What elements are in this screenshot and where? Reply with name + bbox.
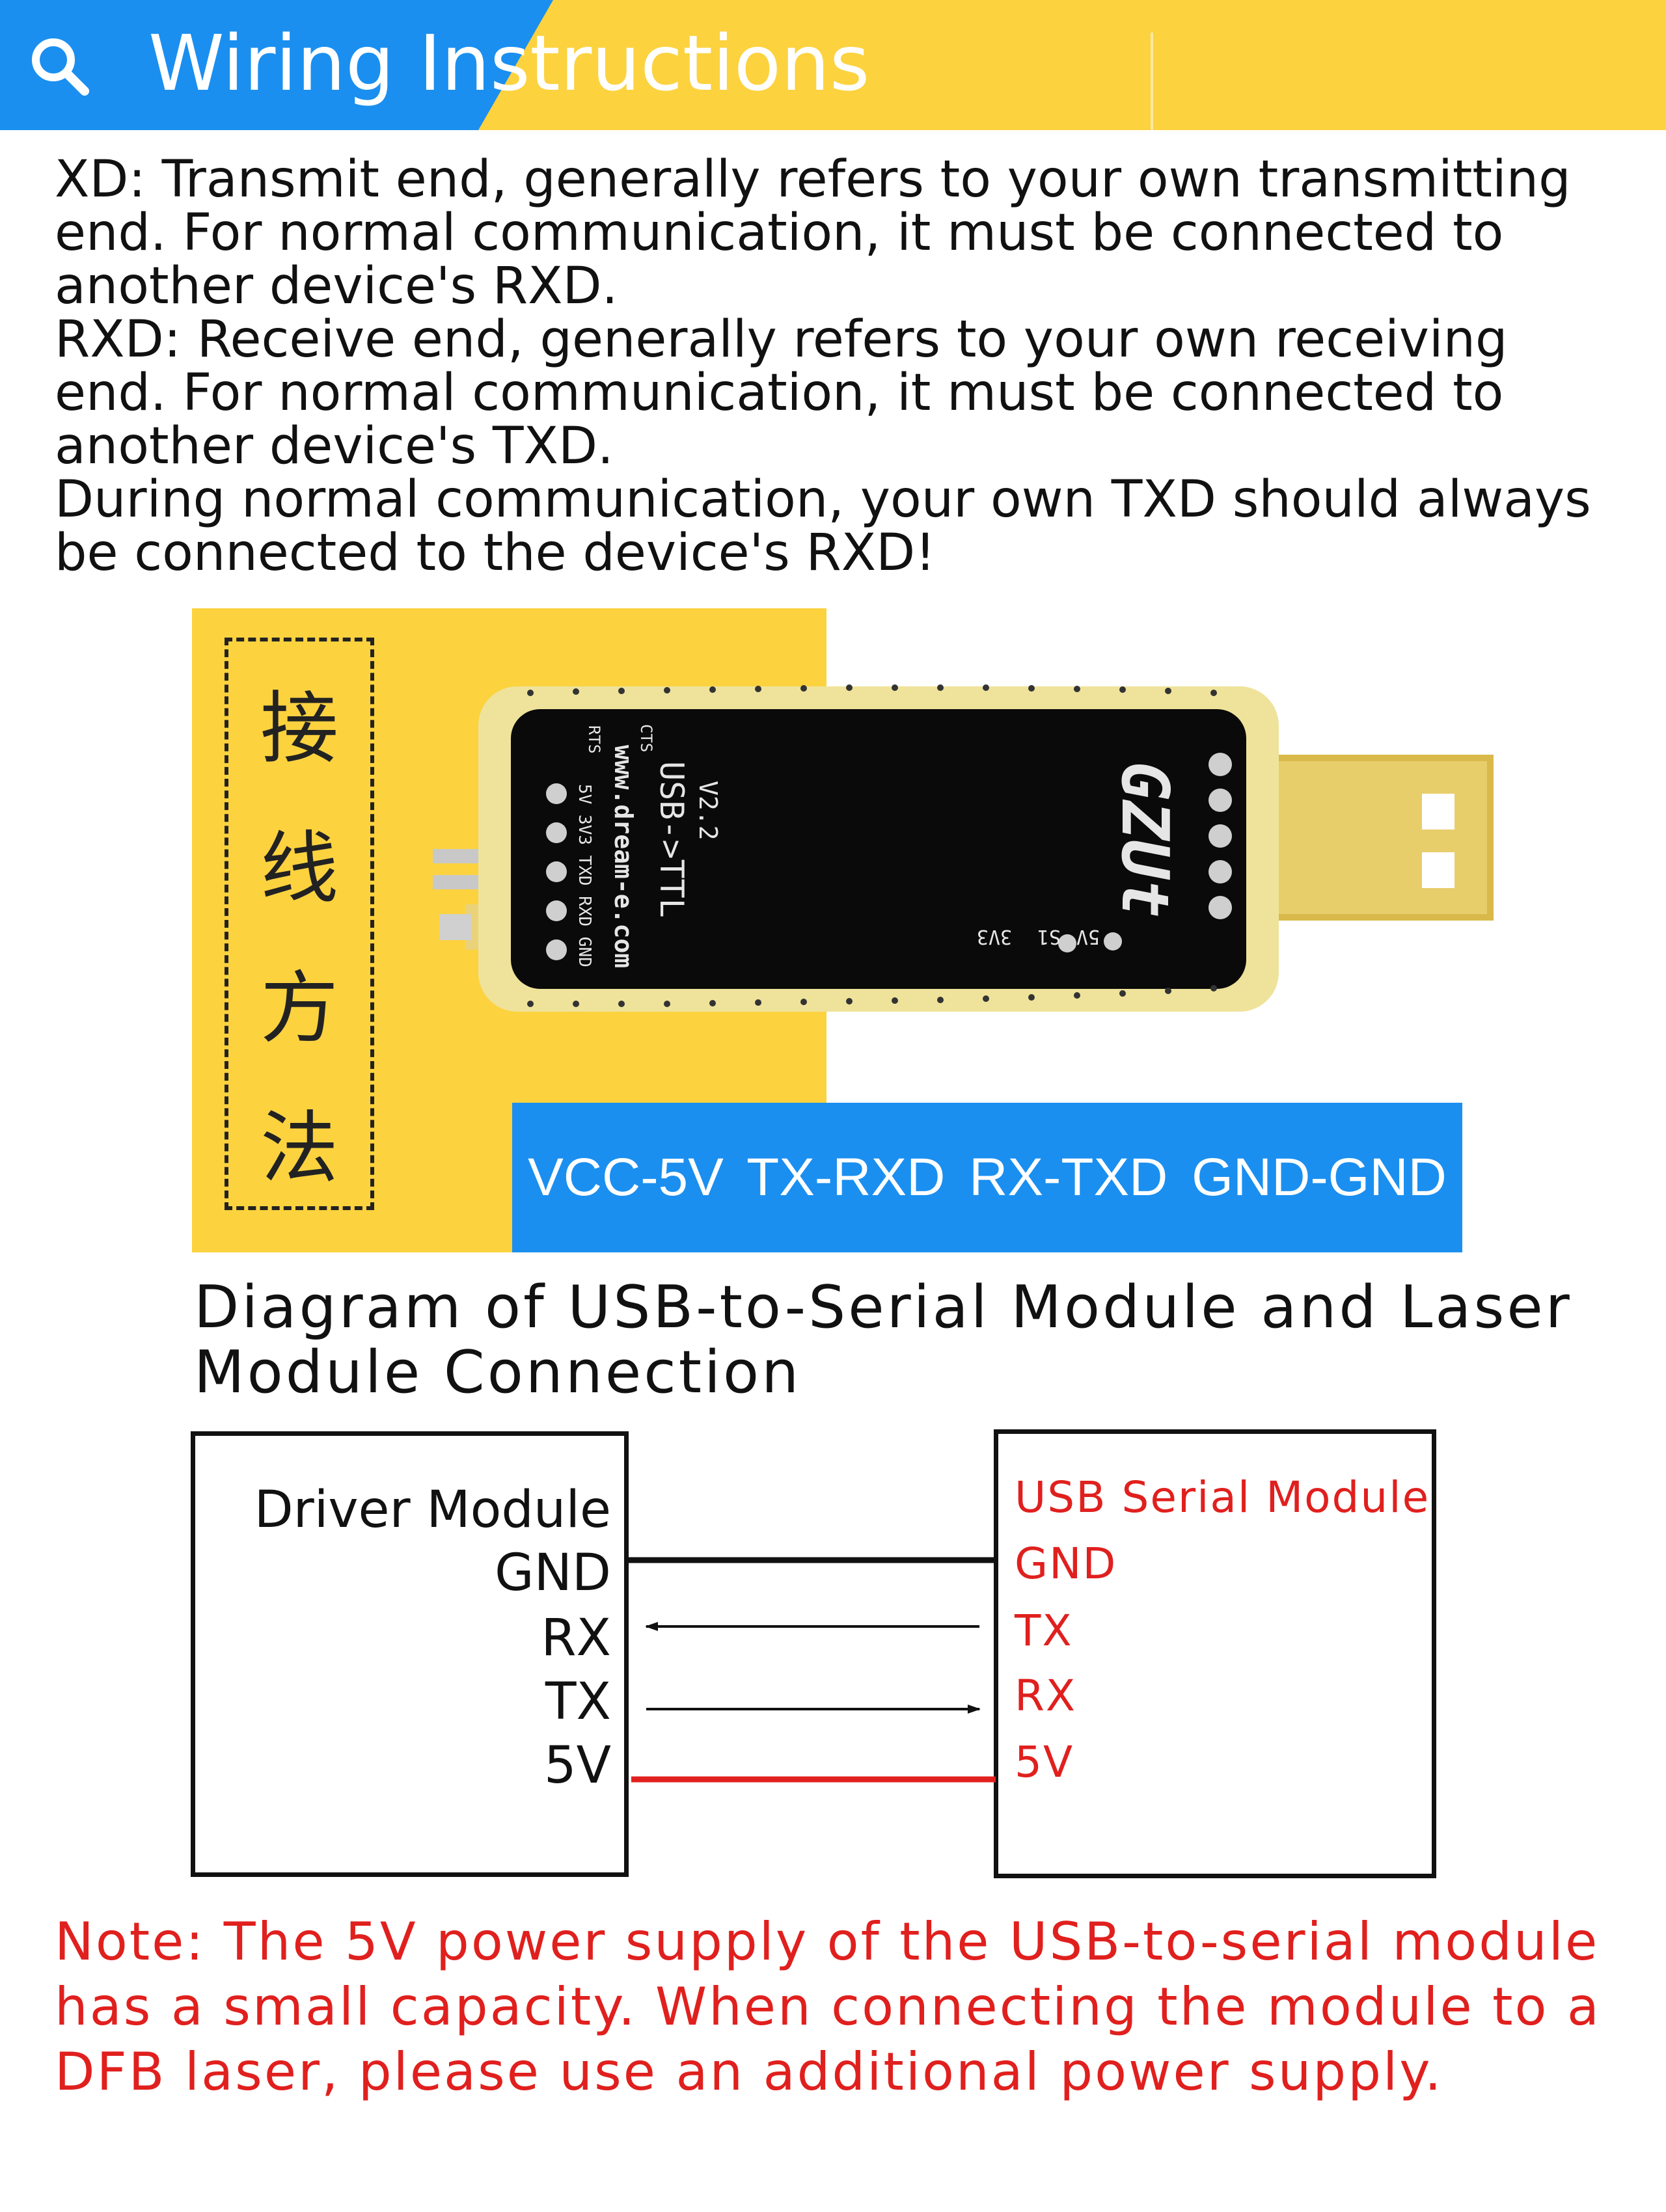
board-jumper-s1: S1 (1037, 925, 1061, 948)
board-model: USB->TTL (653, 761, 690, 918)
pin-pads (546, 753, 1232, 960)
usb-serial-module-box: USB Serial Module GND TX RX 5V (994, 1429, 1436, 1878)
board-brand: GZUt (1107, 761, 1183, 918)
txd-description: XD: Transmit end, generally refers to yo… (55, 150, 1571, 316)
header-banner: Wiring Instructions (0, 0, 1666, 130)
pcb (478, 686, 1279, 1012)
usb-pin-tx: TX (1015, 1606, 1073, 1656)
cjk-char: 法 (260, 1103, 338, 1194)
board-jumper-3v3: 3V3 (977, 925, 1012, 948)
wiring-method-label: 接 线 方 法 (225, 638, 374, 1210)
usb-pin-rx: RX (1015, 1671, 1077, 1721)
driver-pin-tx: TX (545, 1673, 611, 1731)
board-pin-labels: 5V 3V3 TXD RXD GND (575, 784, 594, 967)
diagram-title: Diagram of USB-to-Serial Module and Lase… (194, 1273, 1572, 1407)
driver-pin-5v: 5V (544, 1736, 611, 1795)
usb-pin-gnd: GND (1015, 1539, 1117, 1589)
usb-ttl-board-image: www.dream-e.com 5V 3V3 TXD RXD GND RTS C… (433, 684, 1494, 1012)
rxd-description: RXD: Receive end, generally refers to yo… (55, 310, 1508, 476)
driver-module-box: Driver Module GND RX TX 5V (191, 1431, 629, 1877)
product-photo-panel: 接 线 方 法 (192, 608, 1494, 1252)
wiring-rule: During normal communication, your own TX… (55, 470, 1591, 582)
usb-module-title: USB Serial Module (1015, 1472, 1430, 1522)
header-background (0, 0, 1666, 130)
driver-module-title: Driver Module (254, 1481, 611, 1539)
instructions-text: XD: Transmit end, generally refers to yo… (55, 153, 1630, 580)
connection-lines (625, 1557, 996, 1783)
driver-pin-gnd: GND (495, 1544, 611, 1602)
board-jumper-5v: 5V (1076, 925, 1100, 948)
driver-pin-rx: RX (541, 1609, 611, 1667)
page-title: Wiring Instructions (148, 18, 870, 108)
board-rts-label: RTS (585, 725, 603, 753)
header-divider (1151, 33, 1153, 130)
usb-pin-5v: 5V (1015, 1737, 1074, 1787)
board-website: www.dream-e.com (609, 745, 638, 968)
board-cts-label: CTS (637, 724, 655, 752)
wiring-summary-bar: VCC-5V TX-RXD RX-TXD GND-GND (512, 1103, 1462, 1252)
wiring-summary-text: VCC-5V TX-RXD RX-TXD GND-GND (528, 1148, 1447, 1207)
search-icon (32, 38, 89, 96)
cjk-char: 方 (260, 964, 338, 1054)
cjk-char: 线 (260, 824, 338, 914)
power-supply-note: Note: The 5V power supply of the USB-to-… (55, 1911, 1601, 2102)
cjk-char: 接 (260, 684, 338, 774)
board-version: V2.2 (694, 781, 722, 841)
